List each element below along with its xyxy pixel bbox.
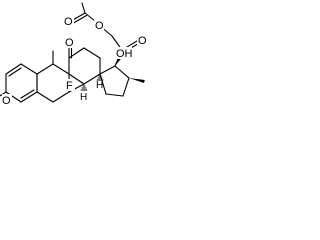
h8-label: H	[80, 92, 87, 103]
bond	[114, 65, 130, 79]
bond	[99, 73, 107, 95]
atom-labels: O O O O OH F H H O	[2, 15, 147, 107]
bond	[81, 2, 86, 14]
bond	[99, 65, 116, 75]
bond	[5, 63, 22, 75]
bond	[20, 91, 38, 103]
bond	[5, 91, 22, 103]
bond	[52, 91, 70, 103]
bond	[71, 14, 88, 25]
label-mask	[65, 79, 75, 91]
bond	[36, 91, 54, 103]
bond	[122, 77, 130, 97]
label-mask	[64, 15, 74, 27]
hydroxyl-label: OH	[116, 48, 133, 60]
bond	[8, 67, 22, 77]
label-mask	[64, 36, 74, 48]
bond	[105, 93, 124, 97]
acetate-group	[70, 2, 113, 37]
c20-oxygen-label: O	[138, 35, 147, 47]
fluorine-label: F	[66, 80, 73, 92]
bond	[20, 89, 35, 99]
acetyl-oxygen-label: O	[64, 16, 73, 28]
bond	[84, 12, 96, 22]
steroid-structure-diagram: O O O O OH F H H O	[0, 2, 147, 107]
c11-oxygen-label: O	[65, 37, 74, 49]
bond	[20, 63, 38, 75]
methyl-wedge	[129, 78, 145, 83]
bond	[0, 91, 7, 97]
ring-d	[99, 55, 145, 97]
label-mask	[137, 34, 147, 46]
ring-a	[0, 63, 38, 103]
bond	[68, 73, 85, 85]
bond	[83, 73, 101, 85]
label-mask	[94, 19, 104, 31]
c3-oxygen-label: O	[2, 95, 11, 107]
h14-label: H	[96, 80, 103, 91]
bond	[52, 63, 70, 75]
bond	[83, 47, 101, 59]
bond	[36, 63, 54, 75]
ring-c	[68, 44, 104, 85]
ester-oxygen-label: O	[95, 20, 104, 32]
label-mask	[2, 94, 12, 106]
label-mask	[116, 47, 132, 59]
